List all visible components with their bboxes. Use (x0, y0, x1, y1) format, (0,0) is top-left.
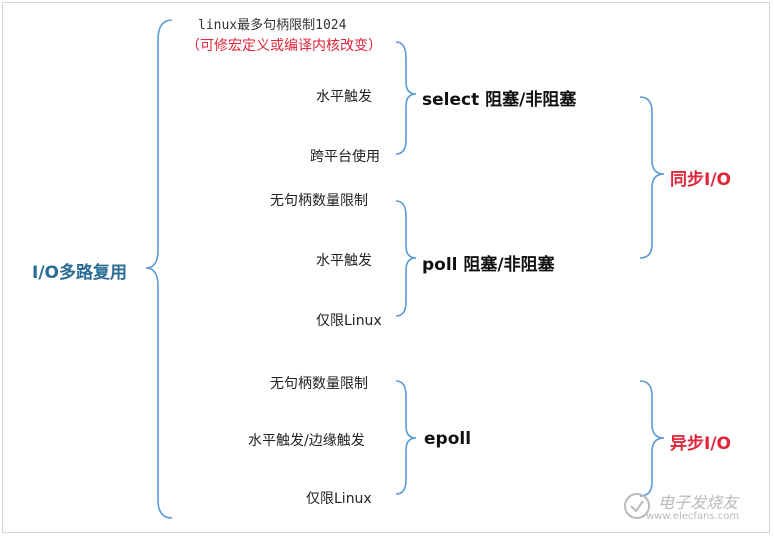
sync-io-label: 同步I/O (670, 170, 731, 190)
poll-item-level-trigger: 水平触发 (316, 253, 372, 269)
epoll-bracket (395, 380, 417, 495)
poll-item-linux-only: 仅限Linux (316, 313, 382, 329)
select-item-level-trigger: 水平触发 (316, 89, 372, 105)
poll-label: poll 阻塞/非阻塞 (422, 255, 555, 275)
async-io-label: 异步I/O (670, 434, 731, 454)
select-label: select 阻塞/非阻塞 (422, 90, 577, 110)
watermark-url: www.elecfans.com (646, 511, 740, 522)
poll-item-no-limit: 无句柄数量限制 (270, 193, 368, 209)
root-bracket (145, 19, 173, 519)
watermark-title: 电子发烧友 (658, 493, 739, 512)
watermark: 电子发烧友 www.elecfans.com (618, 491, 758, 527)
epoll-item-no-limit: 无句柄数量限制 (270, 376, 368, 392)
epoll-label: epoll (424, 429, 472, 449)
select-bracket (395, 41, 417, 155)
poll-bracket (395, 200, 417, 317)
select-item-cross-platform: 跨平台使用 (310, 149, 380, 165)
epoll-item-linux-only: 仅限Linux (306, 491, 372, 507)
select-note: （可修宏定义或编译内核改变） (186, 38, 382, 54)
root-label: I/O多路复用 (32, 263, 127, 283)
epoll-item-level-edge-trigger: 水平触发/边缘触发 (248, 433, 365, 449)
sync-bracket (639, 96, 665, 259)
async-bracket (639, 380, 665, 497)
select-item-handle-limit: linux最多句柄限制1024 (198, 18, 347, 33)
watermark-logo-icon (624, 493, 650, 519)
